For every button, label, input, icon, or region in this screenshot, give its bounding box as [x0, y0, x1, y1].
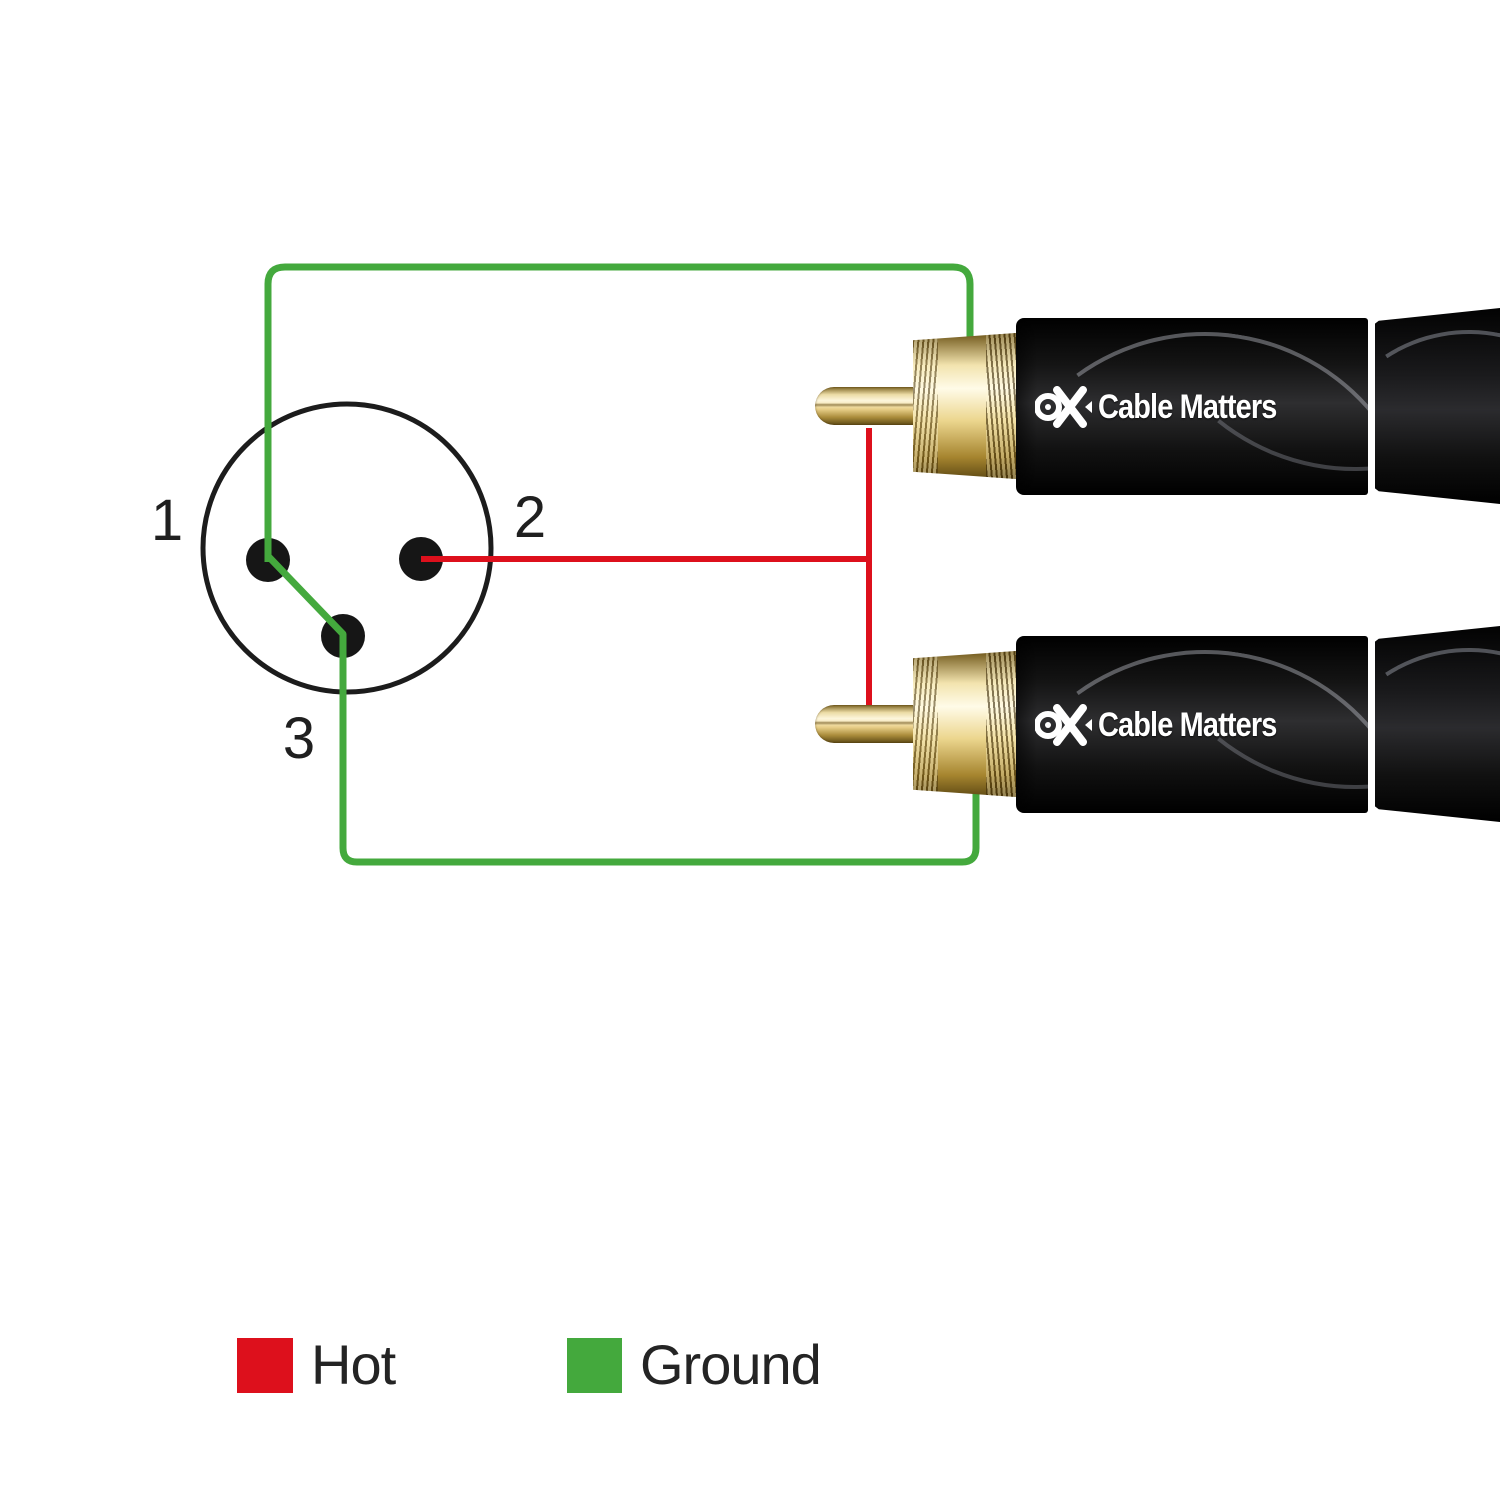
xlr-pin-3-label: 3: [283, 706, 315, 771]
rca-1-strain-relief-boot: [1375, 308, 1500, 504]
hot-label: Hot: [311, 1333, 396, 1396]
ground-color-swatch: [567, 1337, 622, 1393]
rca-connector-1: Cable Matters: [813, 196, 1500, 616]
ground-wire-top-path: [264, 263, 974, 562]
rca-1-center-pin: [815, 387, 918, 425]
ground-wire-bottom-path: [265, 553, 980, 866]
cable-matters-logo: Cable Matters: [1035, 385, 1308, 429]
rca-connector-2: Cable Matters: [813, 514, 1500, 934]
rca-2-gold-collar: [913, 651, 1016, 797]
legend-item-hot: Hot: [237, 1333, 396, 1396]
brand-label: Cable Matters: [1098, 387, 1277, 426]
xlr-connector-circle: [200, 401, 494, 695]
rca-2-center-pin: [815, 705, 918, 743]
rca-1-gold-collar: [913, 333, 1016, 479]
xlr-pin-1-label: 1: [151, 488, 183, 553]
brand-label: Cable Matters: [1098, 705, 1277, 744]
cable-matters-logo-icon: [1035, 386, 1092, 428]
cable-matters-logo-icon: [1035, 704, 1092, 746]
xlr-pin-2-label: 2: [514, 485, 546, 550]
hot-color-swatch: [237, 1337, 293, 1393]
legend-item-ground: Ground: [567, 1333, 822, 1396]
ground-label: Ground: [640, 1333, 822, 1396]
cable-matters-logo: Cable Matters: [1035, 703, 1308, 747]
rca-2-strain-relief-boot: [1375, 626, 1500, 822]
